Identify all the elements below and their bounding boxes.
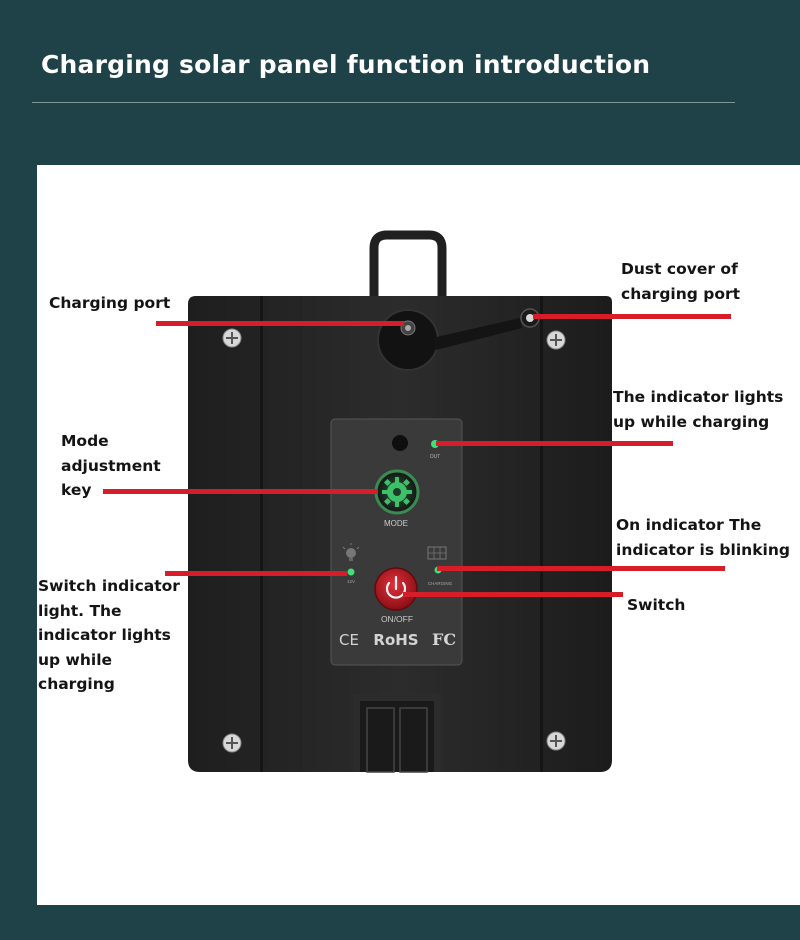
leader-line-switch xyxy=(403,592,623,597)
fcc-mark: FC xyxy=(432,630,456,649)
screw-bottom-right xyxy=(546,731,566,751)
callout-text: indicator lights xyxy=(38,626,171,644)
callout-text: charging xyxy=(38,675,115,693)
page-title: Charging solar panel function introducti… xyxy=(41,50,651,79)
charging-label: CHARGING xyxy=(428,581,453,586)
callout-text: Charging port xyxy=(49,294,171,312)
out-label: OUT xyxy=(430,454,441,460)
callout-switch: Switch xyxy=(627,593,685,618)
callout-dust-cover: Dust cover of charging port xyxy=(621,257,740,306)
callout-text: Mode xyxy=(61,432,109,450)
callout-text: key xyxy=(61,481,92,499)
leader-line-switch-indicator xyxy=(165,571,347,576)
leader-line-charging-port xyxy=(156,321,404,326)
ce-mark: CE xyxy=(339,631,359,649)
callout-switch-indicator: Switch indicator light. The indicator li… xyxy=(38,574,188,697)
solar-charging-icon xyxy=(427,546,447,560)
switch-indicator-led xyxy=(347,568,355,576)
title-divider xyxy=(32,102,735,103)
power-button xyxy=(374,567,418,611)
leader-line-dust-cover xyxy=(533,314,731,319)
callout-text: On indicator The xyxy=(616,516,762,534)
lamp-label: 12V xyxy=(347,579,355,584)
callout-text: up while xyxy=(38,650,113,669)
mode-label: MODE xyxy=(384,519,408,528)
on-off-label: ON/OFF xyxy=(381,614,413,624)
leader-line-on-indicator xyxy=(437,566,725,571)
screw-top-left xyxy=(222,328,242,348)
callout-text: The indicator lights xyxy=(613,388,784,406)
control-plate xyxy=(330,418,463,666)
callout-text: adjustment xyxy=(61,456,161,475)
callout-indicator-charging: The indicator lights up while charging xyxy=(613,385,783,434)
leader-line-mode-key xyxy=(103,489,378,494)
callout-charging-port: Charging port xyxy=(49,291,170,316)
charging-port xyxy=(377,309,439,371)
callout-text: indicator is blinking xyxy=(616,540,790,559)
screw-bottom-left xyxy=(222,733,242,753)
lightbulb-icon xyxy=(342,543,360,561)
mode-key xyxy=(374,469,420,515)
screw-top-right xyxy=(546,330,566,350)
leader-line-indicator-charging xyxy=(436,441,673,446)
callout-text: light. The xyxy=(38,601,122,620)
callout-text: up while charging xyxy=(613,412,770,431)
callout-mode-key: Mode adjustment key xyxy=(61,429,181,503)
callout-on-indicator: On indicator The indicator is blinking xyxy=(616,513,790,562)
rohs-mark: RoHS xyxy=(373,631,418,649)
callout-text: charging port xyxy=(621,284,741,303)
callout-text: Dust cover of xyxy=(621,260,738,278)
mounting-slot xyxy=(353,694,441,773)
callout-text: Switch indicator xyxy=(38,577,180,595)
dust-cover-strap xyxy=(432,318,522,350)
carry-handle xyxy=(369,230,447,300)
callout-text: Switch xyxy=(627,596,686,614)
